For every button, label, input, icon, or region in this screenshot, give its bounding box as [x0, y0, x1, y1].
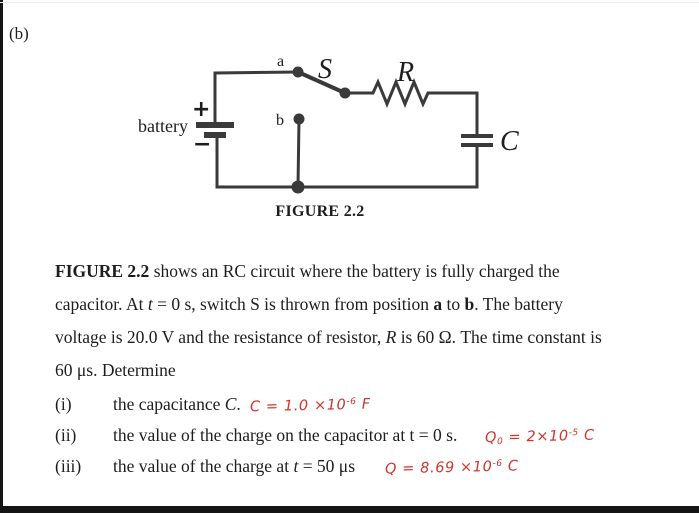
page-top-rule [0, 2, 699, 3]
problem-statement: FIGURE 2.2 shows an RC circuit where the… [55, 255, 660, 387]
question-number: (i) [55, 394, 72, 414]
handwritten-answer-capacitance: C = 1.0 ×10-6 F [249, 396, 371, 416]
question-text: the capacitance C. [113, 394, 241, 414]
node-bottom-junction [291, 180, 305, 194]
page-bottom-border [0, 506, 699, 513]
node-switch-pivot [339, 87, 351, 99]
problem-line-3: voltage is 20.0 V and the resistance of … [55, 327, 602, 347]
point-b-label: b [276, 112, 284, 129]
battery-label: battery [138, 116, 188, 136]
rc-circuit-diagram: battery + − a b S R C [130, 48, 540, 228]
question-text: the value of the charge on the capacitor… [113, 425, 458, 445]
question-item-i: (i) the capacitance C. C = 1.0 ×10-6 F [55, 389, 675, 420]
problem-line-2: capacitor. At t = 0 s, switch S is throw… [55, 294, 563, 314]
figure-caption: FIGURE 2.2 [275, 203, 365, 220]
node-a [292, 66, 304, 78]
wire-resistor-branch [343, 78, 479, 136]
question-item-ii: (ii) the value of the charge on the capac… [55, 420, 675, 451]
point-a-label: a [277, 53, 284, 70]
question-item-iii: (iii) the value of the charge at t = 50 μ… [55, 451, 675, 482]
question-number: (iii) [55, 456, 82, 476]
page-left-border [0, 0, 3, 513]
question-text: the value of the charge at t = 50 μs [113, 456, 355, 476]
problem-line-1: FIGURE 2.2 shows an RC circuit where the… [55, 261, 560, 281]
battery-plus-sign: + [192, 97, 210, 122]
question-list: (i) the capacitance C. C = 1.0 ×10-6 F (i… [55, 389, 675, 482]
switch-label: S [318, 54, 332, 85]
capacitor-label: C [500, 126, 519, 157]
problem-line-4: 60 μs. Determine [55, 360, 176, 380]
node-b [293, 113, 305, 125]
switch-blade [296, 70, 347, 95]
part-label: (b) [9, 24, 29, 43]
wire-b-branch [296, 117, 301, 189]
circuit-svg: battery + − a b S R C [138, 53, 519, 194]
resistor-label: R [396, 57, 414, 88]
wire-bottom-loop [215, 134, 479, 189]
battery-minus-sign: − [193, 132, 211, 157]
question-number: (ii) [55, 425, 77, 445]
handwritten-answer-charge-t50: Q = 8.69 ×10-6 C [384, 458, 519, 478]
wire-battery-to-a [213, 70, 300, 124]
